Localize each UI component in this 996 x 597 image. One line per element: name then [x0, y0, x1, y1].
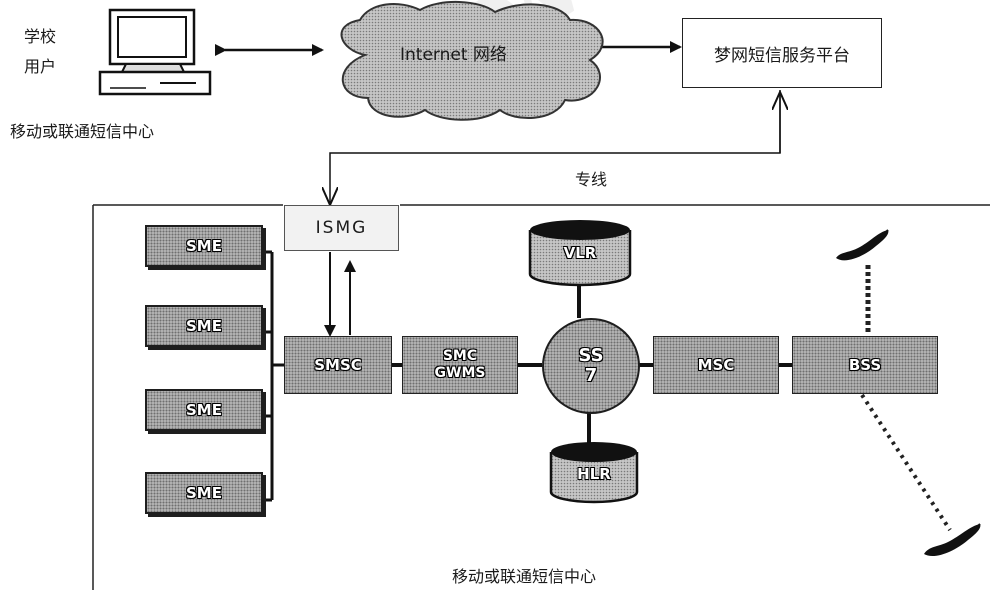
dedicated-line-label: 专线	[575, 170, 608, 189]
vlr-label: VLR	[563, 244, 597, 262]
ss7-label-line1: SS	[578, 345, 604, 366]
mobile-phone-icon	[924, 523, 981, 557]
center-frame	[92, 204, 990, 590]
internet-label: Internet 网络	[400, 45, 507, 65]
center-caption: 移动或联通短信中心	[452, 567, 597, 586]
sms-service-platform: 梦网短信服务平台	[682, 18, 882, 88]
ss7-label-line2: 7	[584, 365, 598, 386]
msc-box: MSC	[653, 336, 779, 394]
smc-gwms-box: SMC GWMS	[402, 336, 518, 394]
sme-box: SME	[145, 225, 263, 267]
smc-label: SMC	[442, 348, 478, 364]
sme-box: SME	[145, 305, 263, 347]
bss-box: BSS	[792, 336, 938, 394]
wireless-link-down	[860, 393, 952, 532]
smsc-box: SMSC	[284, 336, 392, 394]
hlr-label: HLR	[577, 465, 611, 483]
computer-icon	[98, 8, 212, 96]
user-school-label: 学校	[24, 27, 57, 46]
sme-box: SME	[145, 389, 263, 431]
internet-cloud	[340, 1, 604, 121]
vlr-database	[528, 220, 632, 287]
mobile-phone-icon	[836, 229, 889, 261]
ismg-box: ISMG	[284, 205, 399, 251]
sme-box: SME	[145, 472, 263, 514]
gwms-label: GWMS	[434, 365, 486, 381]
ss7-node: SS 7	[542, 318, 640, 414]
user-user-label: 用户	[24, 57, 57, 76]
user-caption: 移动或联通短信中心	[10, 122, 155, 141]
hlr-database	[549, 442, 639, 504]
